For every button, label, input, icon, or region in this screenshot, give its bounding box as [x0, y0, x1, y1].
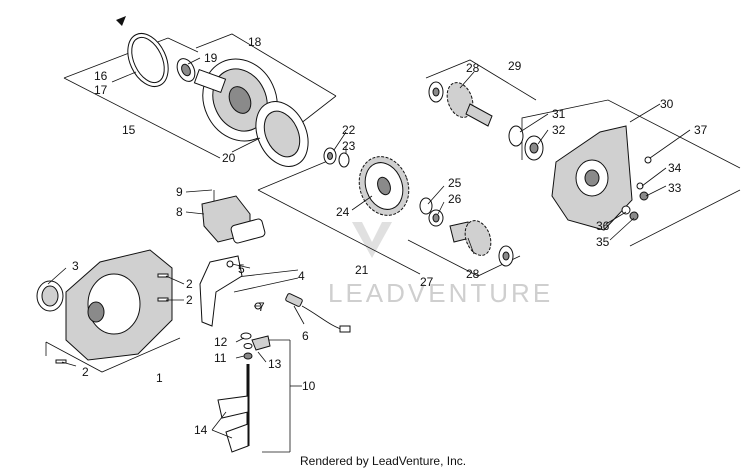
callout-3: 3: [72, 259, 79, 273]
footer-credit: Rendered by LeadVenture, Inc.: [300, 454, 466, 468]
snap-ring: [116, 16, 169, 87]
callout-22: 22: [342, 123, 356, 137]
callout-32: 32: [552, 123, 566, 137]
callout-27: 27: [420, 275, 434, 289]
callout-20: 20: [222, 151, 236, 165]
watermark-logo: LEADVENTURE: [328, 222, 553, 308]
callout-33: 33: [668, 181, 682, 195]
callout-2-lower: 2: [82, 365, 89, 379]
speed-sensor: [285, 293, 351, 333]
callout-8: 8: [176, 205, 183, 219]
shift-actuator: [201, 190, 266, 244]
cover-fasteners: [621, 156, 652, 221]
callout-13: 13: [268, 357, 282, 371]
callout-1: 1: [156, 371, 163, 385]
lower-shaft-gear: [449, 220, 514, 267]
bearing-19: [176, 58, 196, 82]
callout-35: 35: [596, 235, 610, 249]
case-cover: [551, 125, 633, 231]
callout-36: 36: [596, 219, 610, 233]
callout-10: 10: [302, 379, 316, 393]
callout-29: 29: [508, 59, 522, 73]
bearing-31-32: [524, 135, 544, 161]
callout-26: 26: [448, 192, 462, 206]
callout-4: 4: [298, 269, 305, 283]
callout-9: 9: [176, 185, 183, 199]
leader-lines: [47, 57, 691, 439]
callout-2-middle: 2: [186, 293, 193, 307]
callout-12: 12: [214, 335, 228, 349]
washers-22-23: [323, 147, 350, 168]
mount-bracket: [199, 255, 262, 327]
shift-arm: [240, 332, 271, 360]
callout-37: 37: [694, 123, 708, 137]
callout-16: 16: [94, 69, 108, 83]
one-way-clutch: [255, 101, 309, 167]
callout-34: 34: [668, 161, 682, 175]
callout-19: 19: [204, 51, 218, 65]
callout-28-lower: 28: [466, 267, 480, 281]
oil-seal: [36, 280, 64, 312]
callout-31: 31: [552, 107, 566, 121]
callout-21: 21: [355, 263, 369, 277]
clutch-drum: [193, 58, 278, 142]
callout-30: 30: [660, 97, 674, 111]
watermark-text: LEADVENTURE: [328, 278, 553, 308]
dowel-pins: [55, 273, 169, 364]
upper-shaft-gear: [428, 81, 524, 147]
gear-case: [65, 249, 173, 361]
callout-17: 17: [94, 83, 108, 97]
callout-23: 23: [342, 139, 356, 153]
washers-25-26: [419, 197, 444, 227]
callout-24: 24: [336, 205, 350, 219]
callout-labels: 1 2 2 2 3 4 5 6 7 8 9 10 11 12 13 14 15 …: [72, 35, 708, 437]
assembly-brackets: [45, 33, 741, 453]
callout-18: 18: [248, 35, 262, 49]
callout-15: 15: [122, 123, 136, 137]
callout-11: 11: [214, 351, 227, 365]
drive-gear-24: [358, 156, 410, 216]
callout-5: 5: [238, 262, 245, 276]
callout-14: 14: [194, 423, 208, 437]
callout-2-upper: 2: [186, 277, 193, 291]
shift-fork: [217, 364, 250, 453]
callout-28-upper: 28: [466, 61, 480, 75]
callout-25: 25: [448, 176, 462, 190]
callout-7: 7: [258, 300, 265, 314]
callout-6: 6: [302, 329, 309, 343]
